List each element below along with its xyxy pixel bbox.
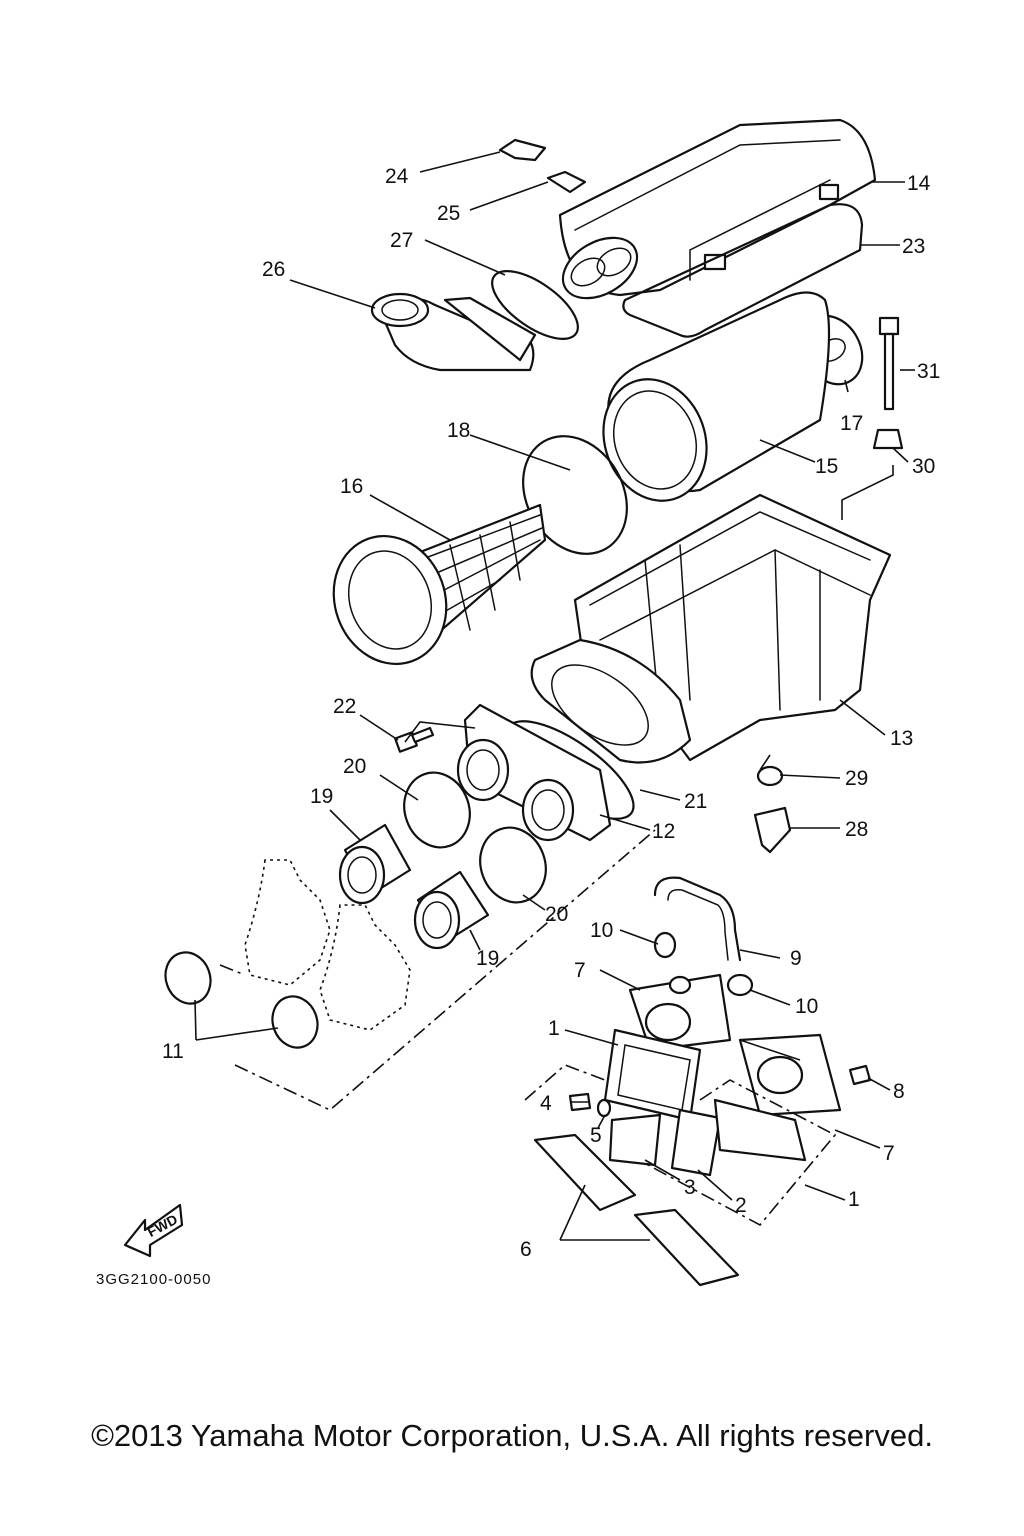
label-3: 3 (684, 1176, 696, 1199)
label-20-bottom: 20 (545, 903, 568, 926)
clip-24 (498, 138, 547, 162)
label-14: 14 (907, 172, 931, 195)
air-box-cover (558, 118, 877, 300)
clip-25 (546, 170, 587, 194)
label-10-top: 10 (590, 919, 613, 942)
label-13: 13 (890, 727, 913, 750)
clip-10-a (653, 931, 677, 959)
clamp-11-b (271, 995, 319, 1049)
label-30: 30 (912, 455, 935, 478)
intake-duct (370, 292, 537, 372)
joint-19-b (413, 870, 490, 950)
label-12: 12 (652, 820, 675, 843)
label-20-top: 20 (343, 755, 366, 778)
label-18: 18 (447, 419, 470, 442)
label-9: 9 (790, 947, 802, 970)
label-31: 31 (917, 360, 940, 383)
gasket-6-a (533, 1133, 637, 1212)
label-2: 2 (735, 1194, 747, 1217)
label-4: 4 (540, 1092, 552, 1115)
screw-22 (394, 726, 435, 753)
label-27: 27 (390, 229, 413, 252)
clamp-20-a (403, 771, 471, 849)
label-6: 6 (520, 1238, 532, 1261)
label-11: 11 (162, 1040, 184, 1063)
leader-lines (194, 151, 915, 1241)
label-16: 16 (340, 475, 363, 498)
label-7-bottom: 7 (883, 1142, 895, 1165)
group-boundary-carb (219, 829, 656, 1111)
label-23: 23 (902, 235, 925, 258)
label-19-top: 19 (310, 785, 333, 808)
label-28: 28 (845, 818, 868, 841)
label-10-bottom: 10 (795, 995, 818, 1018)
label-5: 5 (590, 1124, 602, 1147)
reed-stopper-2 (670, 1108, 722, 1177)
manifold-7-b (738, 1033, 842, 1117)
label-25: 25 (437, 202, 460, 225)
callouts: 24 25 27 26 14 23 31 17 30 18 15 16 13 2… (162, 165, 940, 1261)
carburetor-joint (456, 703, 612, 842)
carburetor-outline (244, 859, 411, 1031)
cover-seal (622, 203, 864, 338)
air-filter-element (602, 291, 831, 502)
drawing-code: 3GG2100-0050 (96, 1271, 211, 1288)
label-21: 21 (684, 790, 707, 813)
fwd-arrow-icon: FWD (123, 1203, 184, 1258)
gasket-6-b (633, 1208, 740, 1287)
bracket-28 (753, 806, 792, 854)
filter-cage (332, 503, 547, 666)
clip-10-b (726, 973, 754, 997)
label-19-bottom: 19 (476, 947, 499, 970)
bolt-31 (878, 316, 900, 411)
label-29: 29 (845, 767, 868, 790)
hose-9 (653, 876, 742, 962)
washer-5 (596, 1098, 612, 1118)
reed-plate-3 (608, 1113, 662, 1167)
label-1-bottom: 1 (848, 1188, 860, 1211)
clamp-11-a (164, 951, 212, 1005)
intake-clamp (491, 270, 579, 340)
joint-19-a (338, 823, 412, 905)
label-22: 22 (333, 695, 356, 718)
label-8: 8 (893, 1080, 905, 1103)
screw-8 (848, 1064, 872, 1086)
group-boundary-reed (524, 1064, 837, 1227)
reed-valve-1-b (713, 1098, 807, 1162)
copyright-notice: ©2013 Yamaha Motor Corporation, U.S.A. A… (91, 1418, 933, 1453)
air-box-case (530, 493, 892, 764)
clamp-20-b (479, 826, 547, 904)
label-1-top: 1 (548, 1017, 560, 1040)
grommet-30 (872, 428, 904, 450)
label-7-top: 7 (574, 959, 586, 982)
label-17: 17 (840, 412, 863, 435)
manifold-7-a (628, 973, 732, 1052)
label-24: 24 (385, 165, 409, 188)
circlip-29 (756, 765, 784, 787)
label-15: 15 (815, 455, 838, 478)
label-26: 26 (262, 258, 285, 281)
